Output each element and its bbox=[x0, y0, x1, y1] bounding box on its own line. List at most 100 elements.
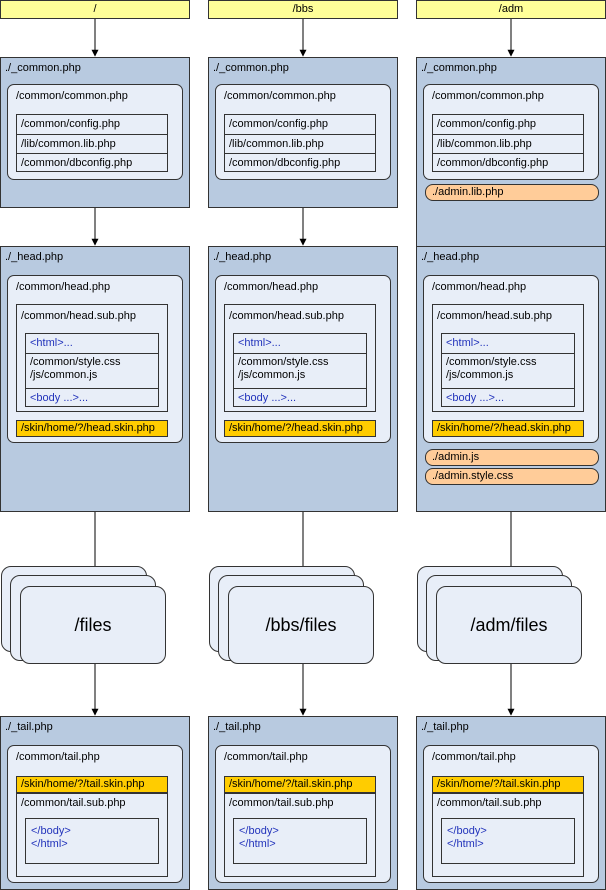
admin-asset-item: ./admin.js bbox=[425, 449, 599, 466]
asset-item: /js/common.js bbox=[446, 369, 514, 381]
head-inner-file: /common/head.php/common/head.sub.php <htm… bbox=[7, 275, 183, 443]
sub-title: /common/head.sub.php bbox=[437, 310, 552, 322]
head-sub-file: /common/head.sub.php <html>... /common/sty… bbox=[432, 304, 584, 412]
tail-inner-file: /common/tail.php/skin/home/?/tail.skin.p… bbox=[423, 745, 599, 883]
tail-skin-file: /skin/home/?/tail.skin.php bbox=[16, 776, 168, 793]
block-title: ./_common.php bbox=[213, 62, 289, 74]
sub-title: /common/tail.sub.php bbox=[229, 797, 334, 809]
tail-skin-file: /skin/home/?/tail.skin.php bbox=[224, 776, 376, 793]
inner-title: /common/common.php bbox=[432, 90, 544, 102]
close-tag: </body> bbox=[31, 825, 71, 837]
html-structure: <html>... /common/style.css/js/common.js <… bbox=[25, 333, 159, 407]
include-item: /common/config.php bbox=[229, 118, 329, 130]
html-structure: <html>... /common/style.css/js/common.js <… bbox=[233, 333, 367, 407]
tail-sub-file: /common/tail.sub.php </body></html> bbox=[432, 793, 584, 877]
inner-title: /common/common.php bbox=[224, 90, 336, 102]
block-title: ./_tail.php bbox=[213, 721, 261, 733]
head-sub-file: /common/head.sub.php <html>... /common/sty… bbox=[224, 304, 376, 412]
sub-title: /common/tail.sub.php bbox=[437, 797, 542, 809]
inner-title: /common/common.php bbox=[16, 90, 128, 102]
include-item: /common/dbconfig.php bbox=[225, 153, 375, 172]
block-title: ./_common.php bbox=[421, 62, 497, 74]
tail-sub-file: /common/tail.sub.php </body></html> bbox=[224, 793, 376, 877]
inner-title: /common/head.php bbox=[224, 281, 319, 293]
body-open-tag: <body ...>... bbox=[234, 388, 366, 407]
include-list: /common/config.php/lib/common.lib.php/co… bbox=[224, 114, 376, 172]
close-tag: </body> bbox=[239, 825, 279, 837]
sub-title: /common/head.sub.php bbox=[21, 310, 136, 322]
block-title: ./_head.php bbox=[421, 251, 480, 263]
html-close-tags: </body></html> bbox=[233, 818, 367, 864]
asset-item: /js/common.js bbox=[238, 369, 306, 381]
common-inner-file: /common/common.php/common/config.php/lib… bbox=[423, 84, 599, 180]
close-tag: </body> bbox=[447, 825, 487, 837]
inner-title: /common/tail.php bbox=[16, 751, 100, 763]
tail-skin-file: /skin/home/?/tail.skin.php bbox=[432, 776, 584, 793]
common-php-block: ./_common.php/common/common.php/common/c… bbox=[416, 57, 606, 255]
include-item: /lib/common.lib.php bbox=[225, 134, 375, 153]
directory-label: /adm bbox=[416, 0, 606, 19]
block-title: ./_head.php bbox=[213, 251, 272, 263]
include-list: /common/config.php/lib/common.lib.php/co… bbox=[432, 114, 584, 172]
html-close-tags: </body></html> bbox=[25, 818, 159, 864]
admin-asset-item: ./admin.style.css bbox=[425, 468, 599, 485]
tail-php-block: ./_tail.php/common/tail.php/skin/home/?/… bbox=[208, 716, 398, 890]
head-sub-file: /common/head.sub.php <html>... /common/sty… bbox=[16, 304, 168, 412]
html-open-tag: <html>... bbox=[30, 337, 73, 349]
head-skin-file: /skin/home/?/head.skin.php bbox=[224, 420, 376, 437]
tail-inner-file: /common/tail.php/skin/home/?/tail.skin.p… bbox=[7, 745, 183, 883]
asset-item: /common/style.css bbox=[234, 353, 366, 369]
block-title: ./_head.php bbox=[5, 251, 64, 263]
asset-item: /common/style.css bbox=[442, 353, 574, 369]
html-open-tag: <html>... bbox=[238, 337, 281, 349]
head-inner-file: /common/head.php/common/head.sub.php <htm… bbox=[423, 275, 599, 443]
tail-inner-file: /common/tail.php/skin/home/?/tail.skin.p… bbox=[215, 745, 391, 883]
page-card-front: /bbs/files bbox=[228, 586, 374, 664]
head-inner-file: /common/head.php/common/head.sub.php <htm… bbox=[215, 275, 391, 443]
tail-php-block: ./_tail.php/common/tail.php/skin/home/?/… bbox=[0, 716, 190, 890]
body-open-tag: <body ...>... bbox=[26, 388, 158, 407]
block-title: ./_common.php bbox=[5, 62, 81, 74]
page-card-front: /adm/files bbox=[436, 586, 582, 664]
common-php-block: ./_common.php/common/common.php/common/c… bbox=[208, 57, 398, 208]
directory-label: /bbs bbox=[208, 0, 398, 19]
inner-title: /common/tail.php bbox=[432, 751, 516, 763]
close-tag: </html> bbox=[447, 838, 484, 850]
common-php-block: ./_common.php/common/common.php/common/c… bbox=[0, 57, 190, 208]
include-item: /common/dbconfig.php bbox=[17, 153, 167, 172]
directory-label: / bbox=[0, 0, 190, 19]
html-close-tags: </body></html> bbox=[441, 818, 575, 864]
asset-item: /js/common.js bbox=[30, 369, 98, 381]
include-item: /common/config.php bbox=[21, 118, 121, 130]
include-item: /common/config.php bbox=[437, 118, 537, 130]
include-item: /lib/common.lib.php bbox=[433, 134, 583, 153]
sub-title: /common/head.sub.php bbox=[229, 310, 344, 322]
include-list: /common/config.php/lib/common.lib.php/co… bbox=[16, 114, 168, 172]
block-title: ./_tail.php bbox=[5, 721, 53, 733]
asset-item: /common/style.css bbox=[26, 353, 158, 369]
tail-php-block: ./_tail.php/common/tail.php/skin/home/?/… bbox=[416, 716, 606, 890]
sub-title: /common/tail.sub.php bbox=[21, 797, 126, 809]
block-title: ./_tail.php bbox=[421, 721, 469, 733]
close-tag: </html> bbox=[31, 838, 68, 850]
head-php-block: ./_head.php/common/head.php/common/head.… bbox=[208, 246, 398, 512]
close-tag: </html> bbox=[239, 838, 276, 850]
inner-title: /common/head.php bbox=[16, 281, 111, 293]
admin-include-item: ./admin.lib.php bbox=[425, 184, 599, 201]
common-inner-file: /common/common.php/common/config.php/lib… bbox=[215, 84, 391, 180]
head-php-block: ./_head.php/common/head.php/common/head.… bbox=[416, 246, 606, 512]
inner-title: /common/tail.php bbox=[224, 751, 308, 763]
common-inner-file: /common/common.php/common/config.php/lib… bbox=[7, 84, 183, 180]
html-open-tag: <html>... bbox=[446, 337, 489, 349]
inner-title: /common/head.php bbox=[432, 281, 527, 293]
tail-sub-file: /common/tail.sub.php </body></html> bbox=[16, 793, 168, 877]
head-skin-file: /skin/home/?/head.skin.php bbox=[16, 420, 168, 437]
page-card-front: /files bbox=[20, 586, 166, 664]
include-item: /common/dbconfig.php bbox=[433, 153, 583, 172]
body-open-tag: <body ...>... bbox=[442, 388, 574, 407]
html-structure: <html>... /common/style.css/js/common.js <… bbox=[441, 333, 575, 407]
include-item: /lib/common.lib.php bbox=[17, 134, 167, 153]
head-php-block: ./_head.php/common/head.php/common/head.… bbox=[0, 246, 190, 512]
